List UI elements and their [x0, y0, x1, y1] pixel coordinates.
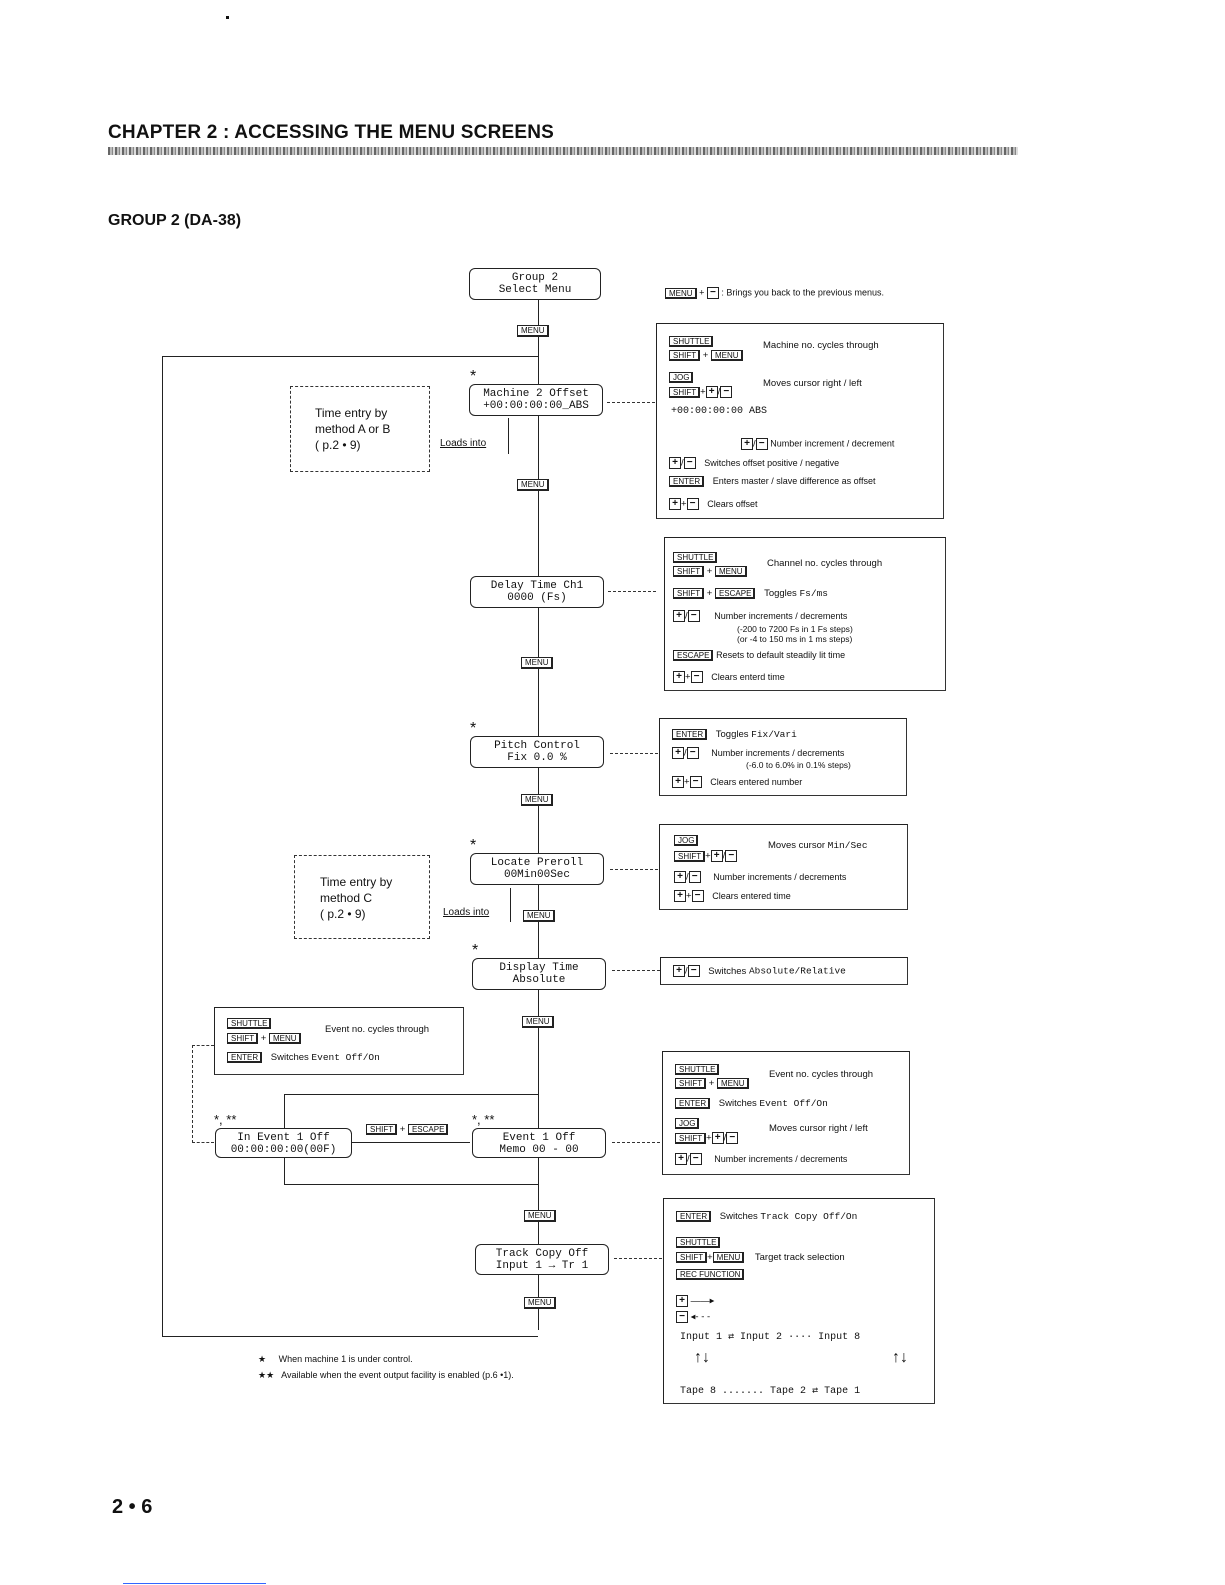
time-entry-ab: Time entry by method A or B ( p.2 • 9) — [290, 386, 430, 472]
star-mark: * — [470, 368, 477, 385]
menu-key: MENU — [517, 325, 549, 337]
menu-key: MENU — [517, 479, 549, 491]
star-mark: * — [470, 720, 477, 737]
panel-display-time: +/− Switches Absolute/Relative — [660, 957, 908, 985]
bottom-link-line — [123, 1583, 266, 1584]
panel-machine-offset: SHUTTLE SHIFT + MENU Machine no. cycles … — [656, 323, 944, 519]
back-note: MENU + − : Brings you back to the previo… — [665, 287, 884, 299]
footnote-dstar: ★★ Available when the event output facil… — [258, 1370, 514, 1380]
time-entry-c: Time entry by method C ( p.2 • 9) — [294, 855, 430, 939]
chapter-title: CHAPTER 2 : ACCESSING THE MENU SCREENS — [108, 122, 555, 143]
menu-key: MENU — [521, 657, 553, 669]
star-mark: * — [472, 942, 479, 959]
panel-locate-preroll: JOG SHIFT++/− Moves cursor Min/Sec +/− N… — [659, 824, 908, 910]
panel-event: SHUTTLE SHIFT + MENU Event no. cycles th… — [662, 1051, 910, 1175]
event-loop-bottom — [284, 1184, 538, 1186]
header-rule — [108, 147, 1018, 155]
event-arrow — [352, 1142, 470, 1144]
panel-in-event: SHUTTLE SHIFT + MENU Event no. cycles th… — [214, 1007, 464, 1075]
star-mark: * — [470, 837, 477, 854]
loads-into-label: Loads into — [440, 438, 487, 449]
menu-key: MENU — [524, 1297, 556, 1309]
menu-key: MENU — [523, 910, 555, 922]
return-top — [162, 356, 538, 358]
panel-track-copy: ENTER Switches Track Copy Off/On SHUTTLE… — [663, 1198, 935, 1404]
footnote-star: ★ When machine 1 is under control. — [258, 1354, 413, 1364]
menu-key: MENU — [522, 1016, 554, 1028]
event-loop-top — [284, 1094, 538, 1096]
return-line — [162, 357, 164, 1337]
flow-line — [538, 300, 540, 1330]
star-marks: *, ** — [472, 1112, 495, 1127]
menu-key: MENU — [524, 1210, 556, 1222]
return-bottom — [162, 1336, 538, 1338]
panel-pitch-control: ENTER Toggles Fix/Vari +/− Number increm… — [659, 718, 907, 796]
loads-into-label: Loads into — [443, 907, 490, 918]
star-marks: *, ** — [214, 1112, 237, 1127]
panel-delay-time: SHUTTLE SHIFT + MENU Channel no. cycles … — [664, 537, 946, 691]
mark-dot — [226, 16, 229, 19]
menu-key: MENU — [665, 287, 697, 299]
screen-machine-offset: Machine 2 Offset+00:00:00:00_ABS — [469, 384, 603, 416]
page-number: 2 • 6 — [112, 1496, 153, 1518]
shift-escape-keys: SHIFT + ESCAPE — [366, 1124, 449, 1135]
menu-key: MENU — [521, 794, 553, 806]
group-title: GROUP 2 (DA-38) — [108, 212, 242, 229]
minus-key: − — [706, 287, 719, 299]
